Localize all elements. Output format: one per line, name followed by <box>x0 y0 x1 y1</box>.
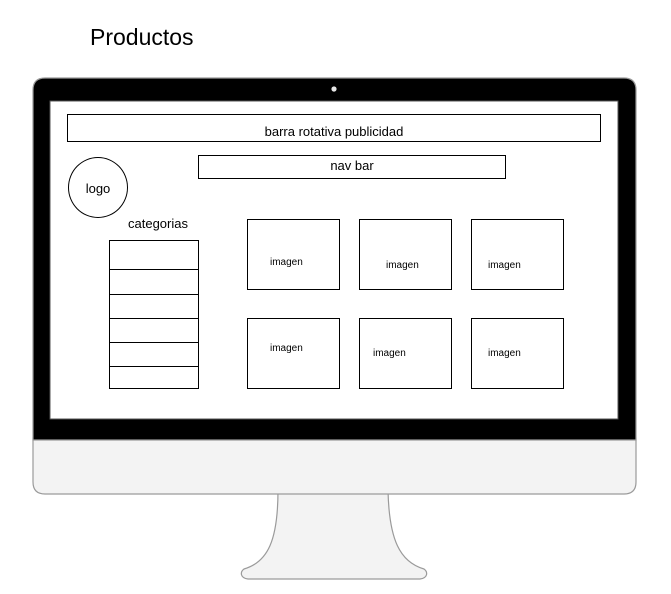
nav-bar-label: nav bar <box>330 158 374 173</box>
nav-bar: nav bar <box>198 155 506 179</box>
image-placeholder: imagen <box>359 318 452 389</box>
category-divider <box>110 269 198 270</box>
image-label: imagen <box>488 348 521 359</box>
image-placeholder: imagen <box>247 219 340 290</box>
category-divider <box>110 342 198 343</box>
image-placeholder: imagen <box>359 219 452 290</box>
category-divider <box>110 366 198 367</box>
image-label: imagen <box>270 257 303 268</box>
logo-label: logo <box>85 181 111 196</box>
ad-banner-label: barra rotativa publicidad <box>264 124 404 139</box>
category-divider <box>110 294 198 295</box>
page-title: Productos <box>90 24 194 50</box>
image-label: imagen <box>386 260 419 271</box>
image-label: imagen <box>373 348 406 359</box>
monitor-chin <box>32 437 637 495</box>
category-divider <box>110 318 198 319</box>
categories-label: categorias <box>128 216 188 231</box>
logo-placeholder: logo <box>68 157 128 218</box>
image-placeholder: imagen <box>471 219 564 290</box>
image-label: imagen <box>270 343 303 354</box>
image-placeholder: imagen <box>471 318 564 389</box>
monitor-stand <box>240 489 428 580</box>
camera-dot <box>331 86 337 92</box>
ad-banner: barra rotativa publicidad <box>67 114 601 142</box>
image-label: imagen <box>488 260 521 271</box>
categories-list <box>109 240 199 389</box>
image-placeholder: imagen <box>247 318 340 389</box>
